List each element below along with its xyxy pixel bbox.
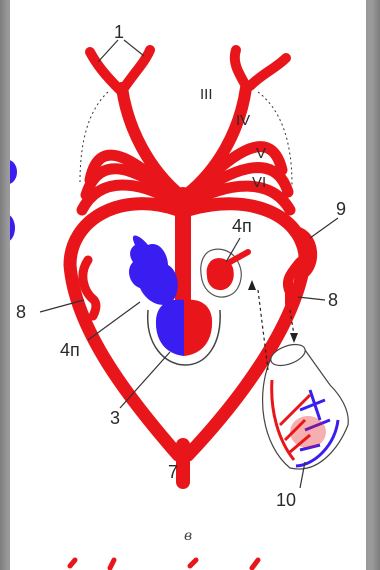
label-4p-left: 4п (60, 340, 80, 360)
figure-caption: в (184, 528, 192, 544)
label-10: 10 (276, 490, 296, 510)
next-figure-remnant (70, 560, 258, 568)
label-3: 3 (110, 408, 120, 428)
label-arch-iii: III (200, 86, 213, 103)
ventricle-right-half (184, 300, 212, 356)
leader-3 (120, 352, 170, 408)
label-9: 9 (336, 199, 346, 219)
edge-fragment-bottom (0, 214, 15, 242)
leader-8-right (298, 297, 325, 300)
label-arch-vi: VI (252, 174, 266, 191)
lung (263, 340, 349, 469)
right-atrium-venous (129, 236, 178, 305)
label-8-left: 8 (16, 302, 26, 322)
leader-1b (124, 40, 144, 56)
carotid-left-a (90, 52, 120, 90)
label-4p-right: 4п (232, 216, 252, 236)
ventricle-left-half (156, 300, 184, 356)
leader-9 (310, 218, 338, 238)
flow-arrow-down (290, 333, 298, 343)
carotid-left-b (124, 50, 150, 88)
label-8-right: 8 (328, 290, 338, 310)
edge-fragment-top (0, 160, 17, 184)
lung-outline (263, 350, 349, 469)
flow-arrow-up (248, 280, 256, 290)
lung-capillary-bed (290, 416, 326, 448)
leader-1a (98, 40, 118, 62)
label-arch-iv: IV (236, 112, 250, 129)
label-1: 1 (114, 22, 124, 42)
arterial-vessels (70, 50, 313, 482)
label-arch-v: V (256, 145, 266, 162)
carotid-right-b (250, 58, 286, 86)
carotid-right-a (235, 50, 246, 86)
label-7: 7 (168, 462, 178, 482)
